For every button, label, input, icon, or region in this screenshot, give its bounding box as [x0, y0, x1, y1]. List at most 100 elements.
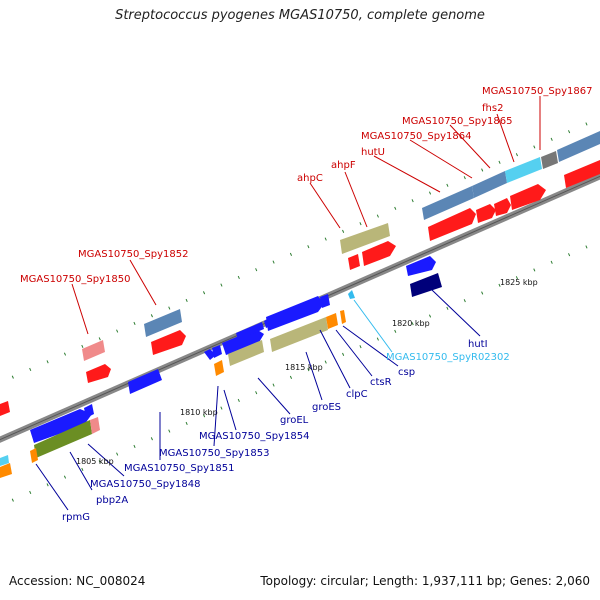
feature-ahpC-block	[340, 223, 390, 254]
feature-small-blue-1	[84, 404, 94, 418]
feature-Spy1864	[472, 171, 507, 198]
map-title: Streptococcus pyogenes MGAS10750, comple…	[115, 8, 485, 23]
leader-csp	[342, 325, 399, 367]
tick-1815: 1815 kbp	[285, 363, 323, 372]
label-csp[interactable]: csp	[398, 367, 415, 378]
feature-groES-olive	[270, 317, 328, 352]
leader-pbp2A	[69, 451, 93, 491]
label-fhs2[interactable]: fhs2	[482, 103, 503, 114]
feature-fhs2	[541, 151, 558, 169]
leader-ctsR	[335, 329, 373, 377]
feature-rpmG-region	[30, 409, 92, 443]
label-ahpC[interactable]: ahpC	[297, 173, 323, 184]
leader-Spy1854	[223, 389, 237, 431]
genome-summary-text: Topology: circular; Length: 1,937,111 bp…	[260, 574, 590, 588]
tick-1805: 1805 kbp	[76, 457, 114, 466]
leader-hutI	[431, 289, 481, 337]
label-groES[interactable]: groES	[312, 402, 341, 413]
feature-red-3	[494, 198, 511, 216]
leader-rpmG	[35, 463, 69, 511]
label-hutI[interactable]: hutI	[468, 339, 488, 350]
feature-red-2	[476, 204, 496, 223]
feature-pbp2A	[34, 420, 92, 458]
label-Spy1864[interactable]: MGAS10750_Spy1864	[361, 131, 471, 142]
label-Spy1853[interactable]: MGAS10750_Spy1853	[159, 448, 269, 459]
feature-ahpF	[362, 241, 396, 266]
label-ahpF[interactable]: ahpF	[331, 160, 356, 171]
feature-hutI-blue	[406, 256, 436, 276]
feature-red-1	[428, 208, 476, 241]
feature-blue-mid	[236, 322, 264, 340]
leader-Spy1848	[87, 443, 125, 477]
feature-SpyR02302	[348, 290, 355, 299]
feature-hutI	[410, 273, 442, 297]
feature-orange-3	[326, 313, 338, 329]
label-Spy1848[interactable]: MGAS10750_Spy1848	[90, 479, 200, 490]
feature-orange-2	[214, 360, 224, 376]
feature-Spy1850-red	[86, 364, 111, 383]
feature-ctsR	[320, 294, 330, 308]
label-Spy1865[interactable]: MGAS10750_Spy1865	[402, 116, 512, 127]
feature-red-4	[510, 184, 546, 210]
feature-groEL-olive	[228, 340, 264, 366]
leader-ahpF	[344, 171, 368, 228]
label-SpyR02302[interactable]: MGAS10750_SpyR02302	[386, 352, 510, 363]
feature-Spy1851	[128, 369, 162, 394]
leader-ahpC	[309, 182, 341, 229]
label-Spy1854[interactable]: MGAS10750_Spy1854	[199, 431, 309, 442]
upper-dotted-scale	[0, 116, 600, 385]
feature-Spy1853-a	[204, 349, 216, 360]
leader-SpyR02302	[353, 299, 393, 353]
label-Spy1851[interactable]: MGAS10750_Spy1851	[124, 463, 234, 474]
feature-Spy1867	[557, 131, 600, 162]
leader-Spy1850	[71, 283, 89, 335]
leader-Spy1852	[129, 259, 157, 306]
feature-Spy1865	[505, 157, 542, 183]
feature-Spy1852-red	[151, 330, 186, 355]
label-ctsR[interactable]: ctsR	[370, 377, 392, 388]
leader-Spy1853	[213, 385, 219, 447]
label-groEL[interactable]: groEL	[280, 415, 309, 426]
leader-Spy1865	[449, 124, 491, 169]
feature-orange-left	[0, 463, 12, 478]
scale-tick-labels: 1805 kbp 1810 kbp 1815 kbp 1820 kbp 1825…	[76, 278, 538, 466]
label-pbp2A[interactable]: pbp2A	[96, 495, 128, 506]
label-rpmG[interactable]: rpmG	[62, 512, 90, 523]
top-feature-labels: MGAS10750_Spy1867 fhs2 MGAS10750_Spy1865…	[20, 86, 592, 285]
feature-left-red	[0, 401, 10, 416]
feature-red-5	[564, 160, 600, 188]
feature-Spy1852	[144, 309, 182, 337]
label-Spy1867[interactable]: MGAS10750_Spy1867	[482, 86, 592, 97]
feature-ahpC	[348, 254, 360, 270]
feature-hutU	[422, 186, 474, 220]
feature-csp	[340, 310, 346, 324]
feature-blocks	[0, 131, 600, 478]
label-Spy1850[interactable]: MGAS10750_Spy1850	[20, 274, 130, 285]
leader-fhs2	[496, 113, 515, 163]
leader-groES	[305, 351, 323, 401]
tick-1825: 1825 kbp	[500, 278, 538, 287]
feature-cyan-left	[0, 455, 9, 466]
feature-clpC	[266, 296, 324, 331]
leader-lines	[35, 96, 541, 511]
feature-orange-1	[30, 448, 38, 463]
label-hutU[interactable]: hutU	[361, 147, 385, 158]
leader-groEL	[257, 377, 291, 415]
leader-hutU	[373, 155, 441, 193]
tick-1820: 1820 kbp	[392, 319, 430, 328]
accession-text: Accession: NC_008024	[9, 574, 146, 588]
leader-Spy1864	[409, 139, 473, 179]
label-clpC[interactable]: clpC	[346, 389, 368, 400]
feature-Spy1850	[82, 340, 105, 361]
bottom-feature-labels: MGAS10750_SpyR02302 csp ctsR clpC groES …	[62, 339, 510, 523]
lower-dotted-scale	[0, 239, 600, 508]
feature-Spy1853-b	[212, 345, 222, 358]
tick-1810: 1810 kbp	[180, 408, 218, 417]
scale-dots	[0, 116, 600, 508]
leader-clpC	[319, 329, 351, 389]
label-Spy1852[interactable]: MGAS10750_Spy1852	[78, 249, 188, 260]
feature-Spy1854	[222, 329, 264, 355]
feature-pink-small	[90, 417, 100, 434]
